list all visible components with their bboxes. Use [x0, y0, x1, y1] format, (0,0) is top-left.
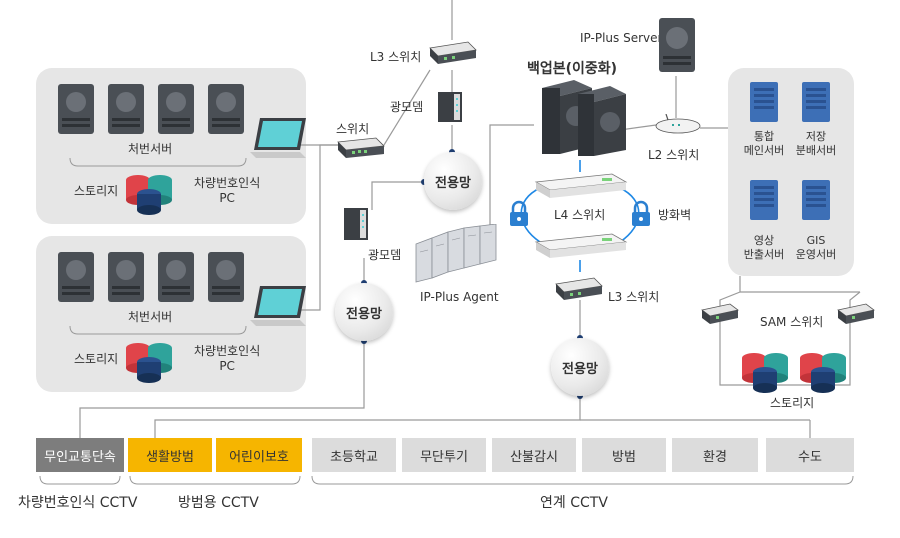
gis-operation-server-text: GIS 운영서버: [795, 234, 837, 261]
storage-icon: [126, 343, 172, 383]
laptop-icon: [250, 286, 306, 326]
storage-distribution-server-label: 저장 분배서버: [790, 130, 842, 158]
l2-switch-label: L2 스위치: [648, 148, 700, 162]
lpr-pc-label-bottom-text: 차량번호인식 PC: [194, 344, 261, 373]
crime-cctv-group-label: 방범용 CCTV: [178, 495, 259, 511]
tab-unmanned-traffic-label: 무인교통단속: [44, 449, 116, 465]
optical-modem-top-label: 광모뎀: [390, 100, 424, 114]
lpr-cctv-group-label: 차량번호인식 CCTV: [18, 495, 138, 511]
tab-crime-prevention[interactable]: 방범: [582, 438, 666, 472]
ip-plus-server-icon: [659, 18, 695, 72]
storage-icon: [126, 175, 172, 215]
tab-elementary-school[interactable]: 초등학교: [312, 438, 396, 472]
lpr-pc-label-bottom: 차량번호인식 PC: [194, 344, 260, 374]
sam-switch-icon: [701, 303, 739, 324]
video-export-server-text: 영상 반출서버: [743, 234, 785, 261]
optical-modem-left-label: 광모뎀: [368, 248, 402, 262]
l3-switch-icon: [555, 277, 603, 300]
dedicated-line-bottom: 전용망: [551, 338, 609, 396]
optical-modem-icon: [344, 208, 368, 240]
sam-switch-icon: [837, 303, 875, 324]
l4-switch-label: L4 스위치: [554, 208, 606, 222]
lpr-pc-label-top-text: 차량번호인식 PC: [194, 176, 261, 205]
server-icon: [802, 82, 830, 122]
optical-modem-icon: [438, 92, 462, 122]
server-icon: [750, 82, 778, 122]
switch-icon: [337, 137, 385, 158]
server-icon: [58, 84, 244, 134]
storage-distribution-server-text: 저장 분배서버: [795, 130, 837, 157]
tab-child-protection[interactable]: 어린이보호: [216, 438, 302, 472]
dedicated-line-top: 전용망: [424, 152, 482, 210]
tab-living-crime-label: 생활방범: [146, 449, 194, 465]
integrated-main-server-text: 통합 메인서버: [743, 130, 785, 157]
l3-switch-top-label: L3 스위치: [370, 50, 422, 64]
tab-illegal-dumping-label: 무단투기: [420, 449, 468, 465]
dedicated-line-left-label: 전용망: [346, 306, 382, 322]
dedicated-line-left: 전용망: [335, 283, 393, 341]
gis-operation-server-label: GIS 운영서버: [790, 234, 842, 262]
tab-environment-label: 환경: [703, 449, 727, 465]
ip-plus-agent-icon: [415, 224, 497, 283]
storage-right-label: 스토리지: [770, 396, 815, 410]
backup-main-label: 백업본(이중화): [527, 61, 618, 77]
lock-icon: [632, 200, 650, 226]
main-server-group-panel: [728, 68, 854, 276]
switch-label: 스위치: [336, 122, 370, 136]
laptop-icon: [250, 118, 306, 158]
lpr-pc-label-top: 차량번호인식 PC: [194, 176, 260, 206]
dedicated-line-bottom-label: 전용망: [562, 361, 598, 377]
firewall-label: 방화벽: [658, 208, 692, 222]
handling-server-label-bottom: 처번서버: [128, 310, 173, 324]
ip-plus-agent-label: IP-Plus Agent: [420, 290, 499, 304]
tab-child-protection-label: 어린이보호: [229, 449, 289, 465]
tab-crime-prevention-label: 방범: [612, 449, 636, 465]
storage-icon: [800, 353, 846, 393]
sam-switch-label: SAM 스위치: [760, 315, 824, 329]
tab-forest-fire[interactable]: 산불감시: [492, 438, 576, 472]
tab-elementary-school-label: 초등학교: [330, 449, 378, 465]
l2-switch-icon: [655, 114, 701, 134]
ip-plus-server-label: IP-Plus Server: [580, 31, 663, 45]
tab-water-label: 수도: [798, 449, 822, 465]
dedicated-line-top-label: 전용망: [435, 175, 471, 191]
integrated-main-server-label: 통합 메인서버: [738, 130, 790, 158]
lock-icon: [510, 200, 528, 226]
tab-living-crime[interactable]: 생활방범: [128, 438, 212, 472]
server-icon: [58, 252, 244, 302]
storage-label-bottom: 스토리지: [74, 352, 119, 366]
l4-switch-icon: [534, 233, 628, 258]
tab-water[interactable]: 수도: [766, 438, 854, 472]
storage-label-top: 스토리지: [74, 184, 119, 198]
l3-switch-bottom-label: L3 스위치: [608, 290, 660, 304]
video-export-server-label: 영상 반출서버: [738, 234, 790, 262]
storage-icon: [742, 353, 788, 393]
l4-switch-icon: [534, 173, 628, 198]
tab-environment[interactable]: 환경: [672, 438, 758, 472]
backup-server-icon: [542, 80, 626, 156]
server-icon: [802, 180, 830, 220]
tab-forest-fire-label: 산불감시: [510, 449, 558, 465]
server-icon: [750, 180, 778, 220]
tab-unmanned-traffic[interactable]: 무인교통단속: [36, 438, 124, 472]
l3-switch-icon: [429, 41, 477, 64]
tab-illegal-dumping[interactable]: 무단투기: [402, 438, 486, 472]
linked-cctv-group-label: 연계 CCTV: [540, 495, 608, 511]
handling-server-label-top: 처번서버: [128, 142, 173, 156]
